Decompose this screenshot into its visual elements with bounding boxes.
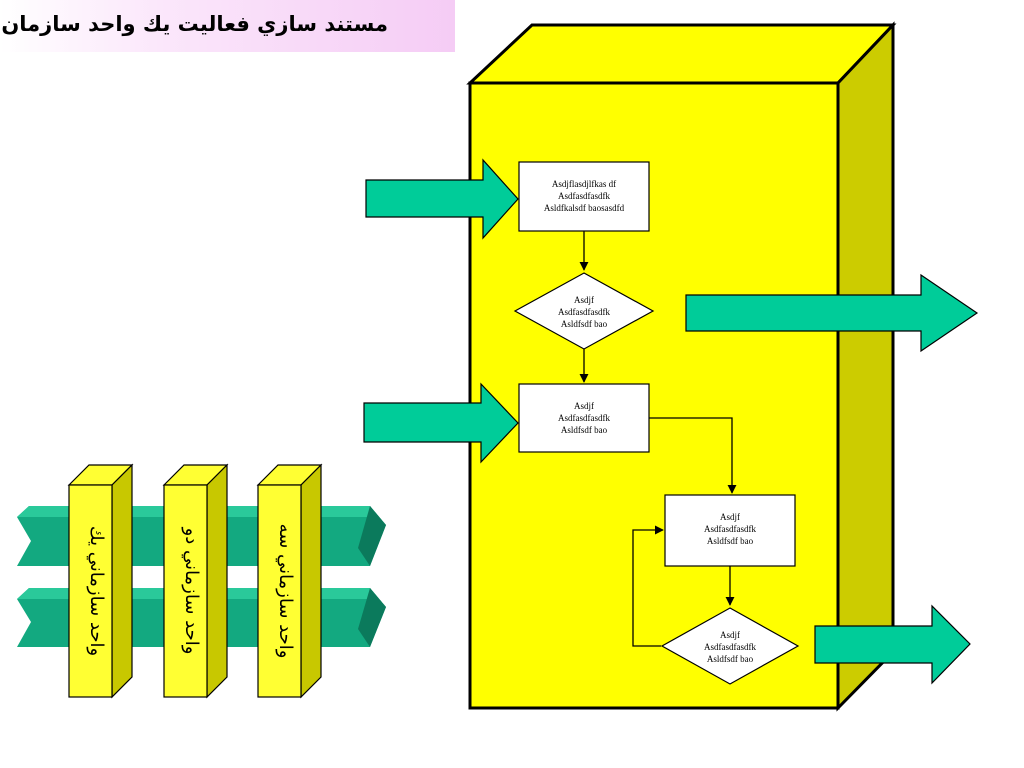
decision-diamond-1-line-2: Asdfasdfasdfk — [558, 307, 610, 317]
process-box-1-line-2: Asdfasdfasdfk — [558, 191, 610, 201]
process-box-1-line-1: Asdjflasdjlfkas df — [552, 179, 616, 189]
decision-diamond-1: Asdjf Asdfasdfasdfk Asldfsdf bao — [513, 272, 655, 350]
process-box-2: Asdjf Asdfasdfasdfk Asldfsdf bao — [518, 383, 650, 453]
output-arrow-1 — [685, 273, 979, 353]
org-unit-label-2: واحد سازماني دو — [181, 527, 202, 655]
connector-loop-back — [632, 525, 664, 647]
connector-box2-box3 — [649, 417, 737, 494]
ribbon-bottom — [17, 588, 386, 647]
process-box-2-line-1: Asdjf — [574, 401, 594, 411]
org-unit-label-3: واحد سازماني سه — [275, 524, 296, 659]
decision-diamond-1-line-3: Asldfsdf bao — [561, 319, 608, 329]
input-arrow-1 — [365, 158, 519, 240]
cube-side-face — [836, 21, 895, 712]
org-unit-pillar-3: واحد سازماني سه — [256, 463, 323, 699]
decision-diamond-2-line-3: Asldfsdf bao — [707, 654, 754, 664]
org-unit-pillar-1: واحد سازماني يك — [67, 463, 134, 699]
process-box-3-line-1: Asdjf — [720, 512, 740, 522]
org-unit-pillar-2: واحد سازماني دو — [162, 463, 229, 699]
output-arrow-2 — [814, 604, 971, 685]
process-box-1: Asdjflasdjlfkas df Asdfasdfasdfk Asldfka… — [518, 161, 650, 232]
process-box-2-line-3: Asldfsdf bao — [561, 425, 608, 435]
process-box-3-line-3: Asldfsdf bao — [707, 536, 754, 546]
org-units-graphic: واحد سازماني يك واحد سازماني دو واحد ساز… — [17, 463, 386, 699]
page-title: مستند سازي فعاليت يك واحد سازمان — [1, 12, 388, 36]
decision-diamond-2-line-2: Asdfasdfasdfk — [704, 642, 756, 652]
decision-diamond-2-line-1: Asdjf — [720, 630, 740, 640]
process-box-3: Asdjf Asdfasdfasdfk Asldfsdf bao — [664, 494, 796, 567]
cube-top-face — [466, 23, 897, 85]
input-arrow-2 — [363, 382, 519, 464]
process-box-2-line-2: Asdfasdfasdfk — [558, 413, 610, 423]
decision-diamond-1-line-1: Asdjf — [574, 295, 594, 305]
title-banner: مستند سازي فعاليت يك واحد سازمان — [0, 0, 455, 52]
decision-diamond-2: Asdjf Asdfasdfasdfk Asldfsdf bao — [660, 607, 800, 685]
process-box-3-line-2: Asdfasdfasdfk — [704, 524, 756, 534]
process-box-1-line-3: Asldfkalsdf baosasdfd — [544, 203, 625, 213]
org-unit-label-1: واحد سازماني يك — [86, 526, 107, 656]
